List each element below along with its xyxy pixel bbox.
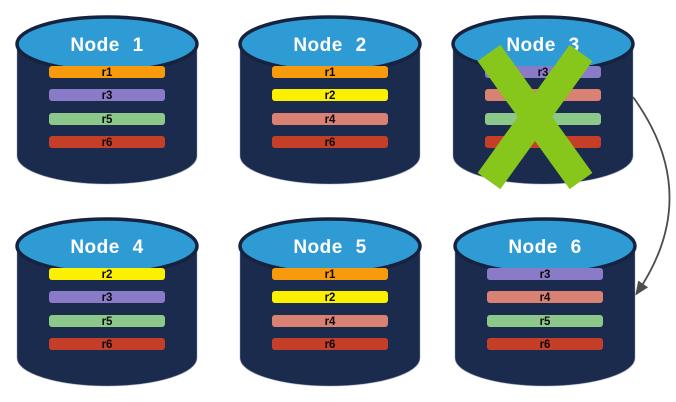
replica-list: r1 r2 r4 r6 [272, 66, 388, 149]
replica-bar [49, 113, 165, 125]
replica-bar [272, 89, 388, 101]
replica-bar [49, 136, 165, 148]
replica-list: r1 r2 r4 r6 [272, 268, 388, 351]
replica-bar [49, 268, 165, 280]
replica-bar [49, 66, 165, 78]
replica-list: r3 r4 r5 r6 [487, 268, 603, 351]
node-3: Node 3 r3 r4 r5 r6 [448, 8, 638, 198]
replica-list: r1 r3 r5 r6 [49, 66, 165, 149]
replica-bar [272, 113, 388, 125]
node-label: Node 5 [293, 237, 366, 258]
node-4: Node 4 r2 r3 r5 r6 [12, 210, 202, 400]
replica-label: r4 [538, 90, 549, 102]
replica-label: r2 [325, 292, 336, 304]
replica-label: r3 [102, 292, 113, 304]
replica-label: r4 [325, 114, 336, 126]
replica-label: r6 [102, 137, 113, 149]
node-label: Node 4 [70, 237, 143, 258]
replica-label: r6 [325, 137, 336, 149]
replica-bar [272, 315, 388, 327]
replica-bar [49, 338, 165, 350]
node-1: Node 1 r1 r3 r5 r6 [12, 8, 202, 198]
node-6: Node 6 r3 r4 r5 r6 [450, 210, 640, 400]
replica-bar [272, 136, 388, 148]
replica-label: r6 [325, 339, 336, 351]
replica-label: r2 [325, 90, 336, 102]
replica-bar [272, 291, 388, 303]
node-label: Node 3 [506, 35, 579, 56]
replica-bar [272, 338, 388, 350]
replica-bar [487, 291, 603, 303]
replica-bar [49, 291, 165, 303]
replica-label: r4 [325, 316, 336, 328]
node-5: Node 5 r1 r2 r4 r6 [235, 210, 425, 400]
replica-label: r5 [102, 114, 113, 126]
node-2: Node 2 r1 r2 r4 r6 [235, 8, 425, 198]
replica-label: r1 [325, 269, 336, 281]
replica-bar [272, 268, 388, 280]
replica-bar [487, 338, 603, 350]
replica-label: r3 [102, 90, 113, 102]
replica-label: r6 [540, 339, 551, 351]
replica-label: r4 [540, 292, 551, 304]
replica-list: r2 r3 r5 r6 [49, 268, 165, 351]
replica-label: r6 [102, 339, 113, 351]
replica-bar [49, 89, 165, 101]
replica-label: r5 [102, 316, 113, 328]
replica-bar [487, 315, 603, 327]
replica-label: r1 [102, 67, 113, 79]
node-label: Node 6 [508, 237, 581, 258]
replica-bar [272, 66, 388, 78]
replica-bar [49, 315, 165, 327]
replica-label: r6 [538, 137, 549, 149]
node-label: Node 1 [70, 35, 143, 56]
replica-label: r2 [102, 269, 113, 281]
replica-label: r5 [540, 316, 551, 328]
replica-label: r1 [325, 67, 336, 79]
replica-bar [487, 268, 603, 280]
replica-label: r5 [538, 114, 549, 126]
node-label: Node 2 [293, 35, 366, 56]
replica-label: r3 [538, 67, 549, 79]
replica-label: r3 [540, 269, 551, 281]
